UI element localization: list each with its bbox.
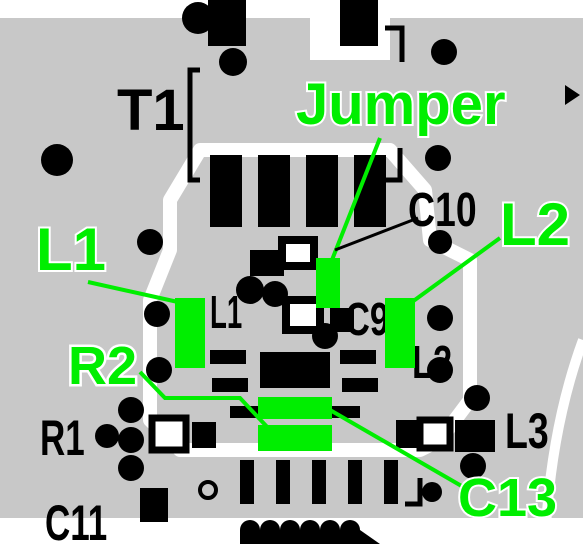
jumper-bracket	[385, 148, 403, 183]
via	[118, 397, 144, 423]
t1-bottom-pad-3	[306, 155, 338, 227]
t1-bottom-pad-1	[210, 155, 242, 227]
connector-pin	[348, 460, 362, 504]
pad	[212, 378, 248, 392]
c10-pad	[278, 236, 318, 270]
silk-c10: C10	[408, 184, 477, 238]
silk-c11: C11	[45, 496, 107, 544]
connector-pin	[276, 460, 290, 504]
via	[464, 385, 490, 411]
pad	[210, 350, 246, 364]
callout-l1: L1	[36, 216, 106, 283]
via	[144, 301, 170, 327]
connector-pin	[384, 460, 398, 504]
l2-highlight	[385, 298, 415, 368]
t1-outline	[187, 67, 200, 183]
callout-jumper: Jumper	[296, 72, 506, 137]
leader-l2	[410, 236, 502, 304]
via	[427, 305, 453, 331]
silk-l2: L2	[412, 336, 452, 388]
leader-r2	[138, 370, 272, 432]
via	[425, 145, 451, 171]
via	[95, 424, 119, 448]
pad	[260, 352, 330, 388]
callout-l2: L2	[500, 191, 570, 258]
t1-via-1	[182, 2, 214, 34]
pad	[342, 378, 378, 392]
callout-r2: R2	[68, 336, 137, 396]
r1-pad-2	[192, 422, 216, 448]
connector-pin	[312, 460, 326, 504]
pin1-marker	[198, 480, 218, 500]
marker-arrow	[565, 85, 580, 105]
r1-pad	[148, 414, 190, 454]
via	[460, 453, 486, 479]
connector-bracket	[405, 478, 423, 507]
silk-c9: C9	[345, 293, 389, 345]
silk-l1: L1	[210, 288, 242, 339]
t1-via-2	[219, 48, 247, 76]
t1-bracket	[385, 25, 405, 62]
leader-jumper	[328, 137, 382, 266]
t1-bottom-pad-2	[258, 155, 290, 227]
via	[427, 357, 453, 383]
via	[262, 281, 288, 307]
connector-pin	[240, 460, 254, 504]
via	[236, 276, 264, 304]
via	[137, 229, 163, 255]
leader-c10	[334, 216, 419, 252]
leader-l1	[87, 280, 179, 304]
l3-pad-2	[396, 420, 418, 448]
via	[146, 357, 172, 383]
leader-c13	[328, 408, 467, 490]
l1-highlight	[175, 298, 205, 368]
c9-pad-right	[330, 308, 354, 332]
jumper-highlight	[316, 258, 340, 308]
t1-pad-1	[208, 0, 246, 46]
via	[422, 482, 442, 502]
t1-via-3	[431, 39, 457, 65]
board-arc-right	[540, 338, 583, 544]
t1-via-4	[41, 144, 73, 176]
t1-pad-2	[340, 0, 378, 46]
pad	[340, 350, 376, 364]
c9-pad	[282, 296, 324, 334]
l3-pad	[416, 416, 454, 452]
c9-pad-top	[250, 250, 284, 276]
via	[118, 455, 144, 481]
via	[118, 427, 144, 453]
via	[428, 230, 452, 254]
silk-l3: L3	[505, 404, 549, 459]
l3-pad-3	[455, 420, 495, 452]
board-edge-top	[0, 0, 583, 18]
silk-r1: R1	[40, 411, 85, 467]
callout-c13: C13	[458, 468, 557, 528]
c11-pad	[140, 488, 168, 522]
r2-highlight-top	[258, 397, 332, 419]
silk-t1: T1	[117, 78, 185, 143]
bottom-pad-strip	[240, 520, 380, 544]
